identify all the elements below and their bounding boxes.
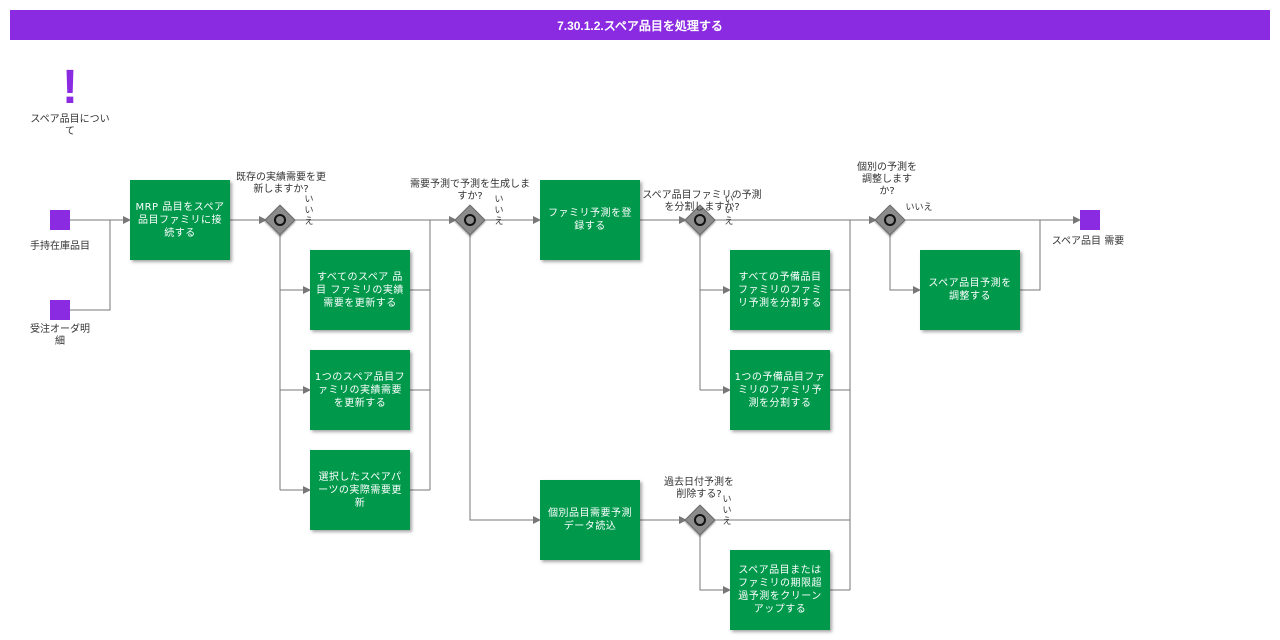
end-event-label: スペア品目 需要 xyxy=(1051,236,1125,247)
flow-salesorder xyxy=(70,220,111,311)
flow-g2-down xyxy=(469,234,541,524)
gateway-update-demand-label: 既存の実績需要を更新しますか? xyxy=(236,172,326,195)
start-event-salesorder-label: 受注オーダ明細 xyxy=(30,324,90,347)
task-update-all-families[interactable]: すべてのスペア 品目 ファミリの実績需要を更新する xyxy=(310,250,410,330)
task-cleanup-past-forecast[interactable]: スペア品目またはファミリの期限超過予測をクリーンアップする xyxy=(730,550,830,630)
task-update-selected-parts[interactable]: 選択したスペアパーツの実際需要更新 xyxy=(310,450,410,530)
task-split-one-family[interactable]: 1つの予備品目ファミリのファミリ予測を分割する xyxy=(730,350,830,430)
start-event-salesorder[interactable] xyxy=(50,300,70,320)
gateway-split-forecast-no: いいえ xyxy=(724,195,734,227)
gateway-adjust-individual-no: いいえ xyxy=(905,203,933,213)
page-title: 7.30.1.2.スペア品目を処理する xyxy=(10,10,1270,40)
end-event-spare-demand[interactable] xyxy=(1080,210,1100,230)
task-split-all-families[interactable]: すべての予備品目ファミリのファミリ予測を分割する xyxy=(730,250,830,330)
gateway-split-forecast-label: スペア品目ファミリの予測を分割しますか? xyxy=(642,190,762,213)
flow-g5-down xyxy=(889,234,921,294)
task-update-one-family[interactable]: 1つのスペア品目ファミリの実績需要を更新する xyxy=(310,350,410,430)
task-register-family-forecast[interactable]: ファミリ予測を登録する xyxy=(540,180,640,260)
gateway-delete-past-label: 過去日付予測を削除する? xyxy=(664,477,734,500)
flow-g4-down xyxy=(699,534,731,594)
gateway-generate-forecast-label: 需要予測で予測を生成しますか? xyxy=(410,179,530,202)
task-adjust-spare-forecast[interactable]: スペア品目予測を調整する xyxy=(920,250,1020,330)
gateway-adjust-individual-label: 個別の予測を調整しますか? xyxy=(857,162,917,197)
about-label[interactable]: スペア品目について xyxy=(30,114,110,137)
task-load-item-forecast[interactable]: 個別品目需要予測データ読込 xyxy=(540,480,640,560)
gateway-update-demand-no: いいえ xyxy=(304,195,314,227)
start-event-onhand[interactable] xyxy=(50,210,70,230)
start-event-onhand-label: 手持在庫品目 xyxy=(30,241,90,252)
gateway-generate-forecast-no: いいえ xyxy=(494,195,504,227)
task-connect-mrp-items[interactable]: MRP 品目をスペア品目ファミリに接続する xyxy=(130,180,230,260)
exclamation-icon[interactable]: ! xyxy=(62,61,78,114)
gateway-delete-past-no: いいえ xyxy=(722,495,732,527)
